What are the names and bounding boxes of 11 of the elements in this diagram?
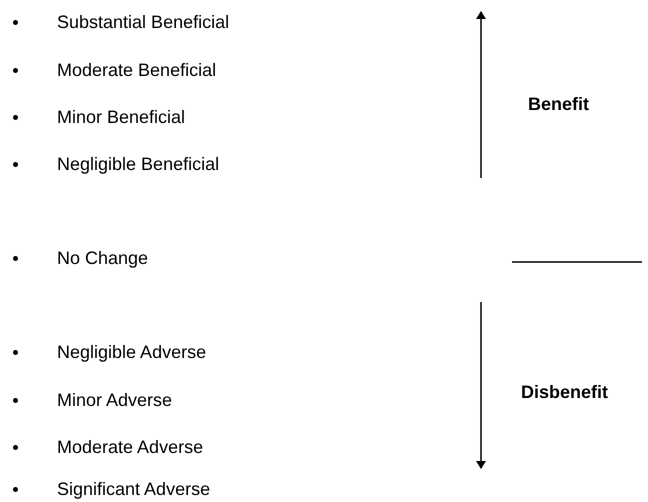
list-item: Substantial Beneficial <box>57 11 230 33</box>
list-item: Negligible Adverse <box>57 341 206 363</box>
list-item: Negligible Beneficial <box>57 153 220 175</box>
list-item: Moderate Beneficial <box>57 59 216 81</box>
list-item: Minor Adverse <box>57 389 172 411</box>
axis-label: Benefit <box>528 93 590 115</box>
list-item: No Change <box>57 247 148 269</box>
axis-label: Disbenefit <box>521 381 608 403</box>
list-item: Significant Adverse <box>57 478 210 500</box>
list-item: Moderate Adverse <box>57 436 204 458</box>
list-item: Minor Beneficial <box>57 106 186 128</box>
